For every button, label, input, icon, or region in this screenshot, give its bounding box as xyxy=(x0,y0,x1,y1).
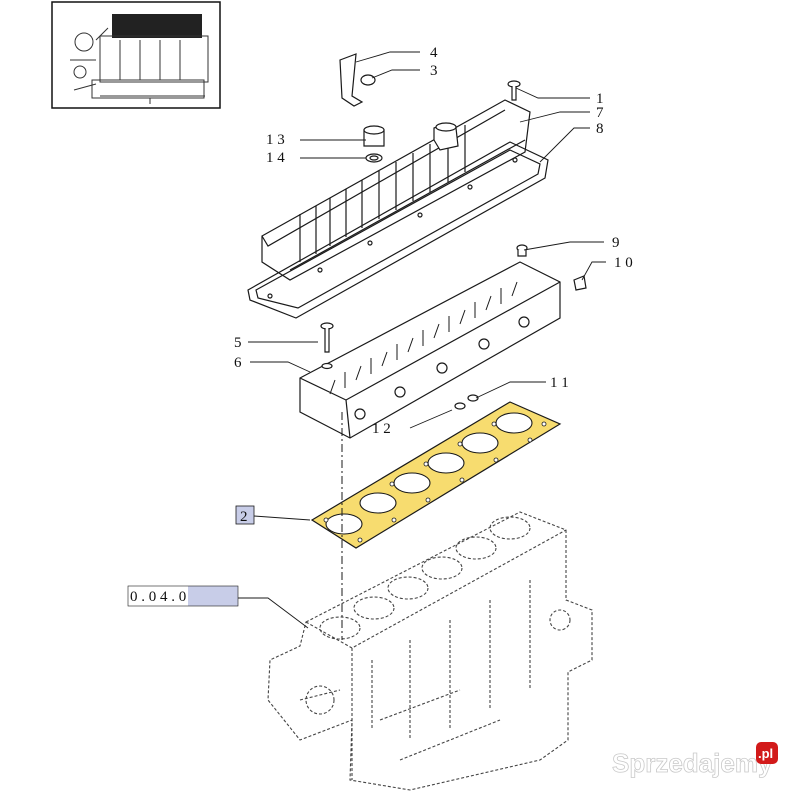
leader-lines xyxy=(232,51,606,629)
callout-13: 1 3 xyxy=(266,132,285,148)
watermark-logo: Sprzedajemy .pl xyxy=(612,742,778,778)
cylinder-head xyxy=(299,261,561,439)
callout-14: 1 4 xyxy=(266,150,285,166)
engine-thumbnail xyxy=(51,1,221,109)
callout-3: 3 xyxy=(430,63,438,79)
callout-8: 8 xyxy=(596,121,604,137)
callout-4: 4 xyxy=(430,45,438,61)
reference-code: 0 . 0 4 . 0 xyxy=(130,589,186,605)
callout-1: 1 xyxy=(596,91,604,107)
head-gasket xyxy=(310,401,562,549)
bracket xyxy=(339,53,376,107)
reference-group: 0 . 0 4 . 0 xyxy=(127,585,239,607)
engine-block xyxy=(267,511,593,791)
head-fasteners xyxy=(320,244,587,410)
rocker-cover xyxy=(261,99,531,281)
rocker-cover-gasket xyxy=(247,141,549,319)
watermark-brand: Sprzedajemy xyxy=(612,748,773,778)
callout-12: 1 2 xyxy=(372,421,391,437)
callout-2: 2 xyxy=(240,509,248,525)
callout-11: 1 1 xyxy=(550,375,569,391)
cover-bolt xyxy=(507,80,521,101)
watermark-tld: .pl xyxy=(758,746,773,761)
callout-6: 6 xyxy=(234,355,242,371)
callout-9: 9 xyxy=(612,235,620,251)
highlighted-part-callout: 2 xyxy=(235,505,255,525)
callout-10: 1 0 xyxy=(614,255,633,271)
callout-labels: 4 3 1 7 8 1 3 1 4 9 1 0 5 6 1 1 1 2 xyxy=(234,45,633,437)
filler-cap xyxy=(363,125,385,163)
callout-7: 7 xyxy=(596,105,604,121)
callout-5: 5 xyxy=(234,335,242,351)
